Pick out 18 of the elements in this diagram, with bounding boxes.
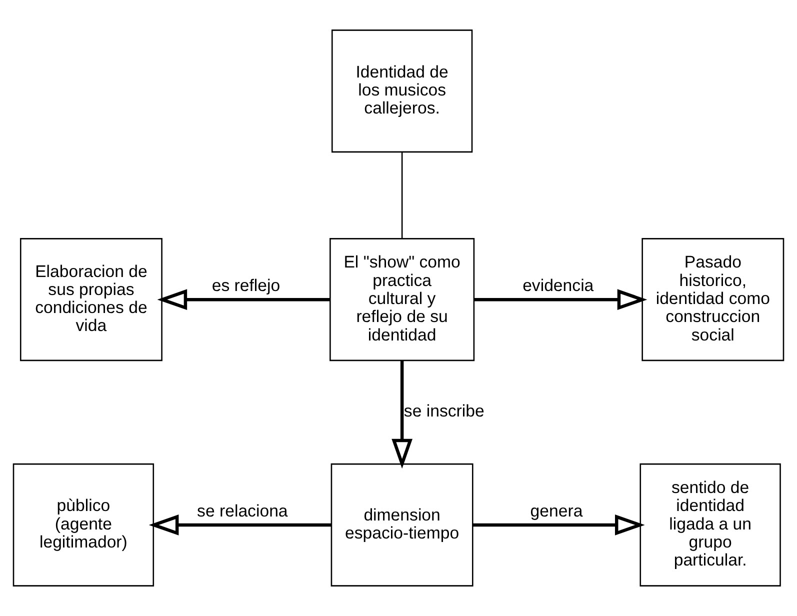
edge-label: es reflejo [212, 276, 280, 296]
node-box: pùblico (agente legitimador) [12, 463, 154, 586]
node-box: Pasado historico, identidad como construccion social [642, 238, 784, 362]
node-box: sentido de identidad ligada a un grupo particular. [640, 463, 781, 586]
edge-label: genera [530, 501, 583, 520]
arrow [157, 289, 330, 310]
node-box: Identidad de los musicos callejeros. [331, 30, 473, 153]
arrow [474, 289, 648, 310]
edge-label: se relaciona [197, 501, 288, 520]
node-box: El "show" como practica cultural y reflejo de su identidad [330, 238, 475, 362]
connector [401, 152, 403, 238]
arrow [148, 514, 332, 536]
node-box: Elaboracion de sus propias condiciones de vida [20, 238, 162, 362]
edge-label: evidencia [522, 276, 594, 296]
arrow [472, 514, 645, 536]
arrow [392, 360, 412, 469]
edge-label: se inscribe [404, 402, 484, 421]
node-box: dimension espacio-tiempo [330, 463, 474, 586]
